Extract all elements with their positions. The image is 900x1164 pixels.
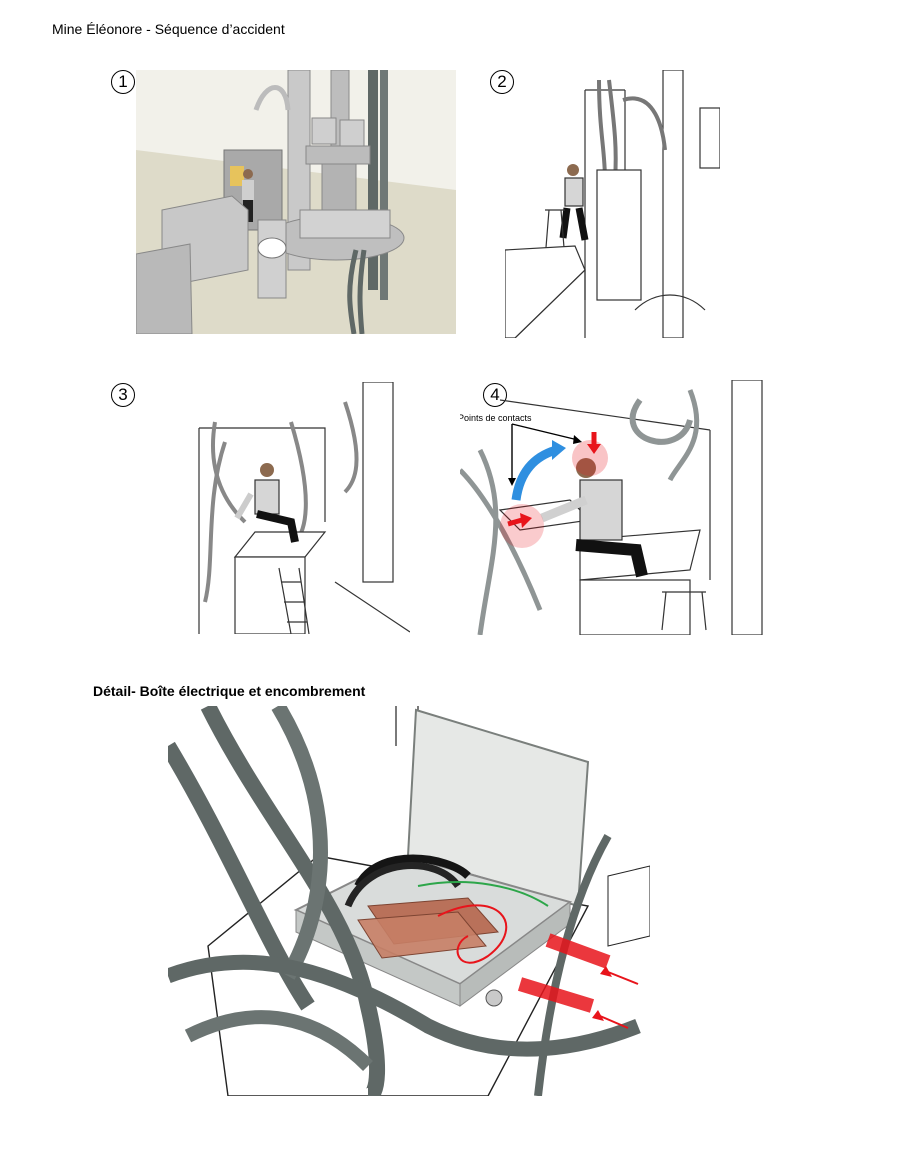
step-3-marker: 3 (111, 383, 135, 407)
document-title: Mine Éléonore - Séquence d’accident (52, 21, 285, 37)
step-4-illustration: Points de contacts (460, 380, 785, 635)
contact-points-label: Points de contacts (460, 413, 532, 423)
step-2-illustration (505, 70, 720, 338)
step-1-illustration (136, 70, 456, 334)
step-1-marker: 1 (111, 70, 135, 94)
detail-section-title: Détail- Boîte électrique et encombrement (93, 683, 366, 699)
step-3-illustration (195, 382, 410, 634)
step-4-marker: 4 (483, 383, 507, 407)
electrical-box-detail-illustration (168, 706, 650, 1096)
step-2-marker: 2 (490, 70, 514, 94)
